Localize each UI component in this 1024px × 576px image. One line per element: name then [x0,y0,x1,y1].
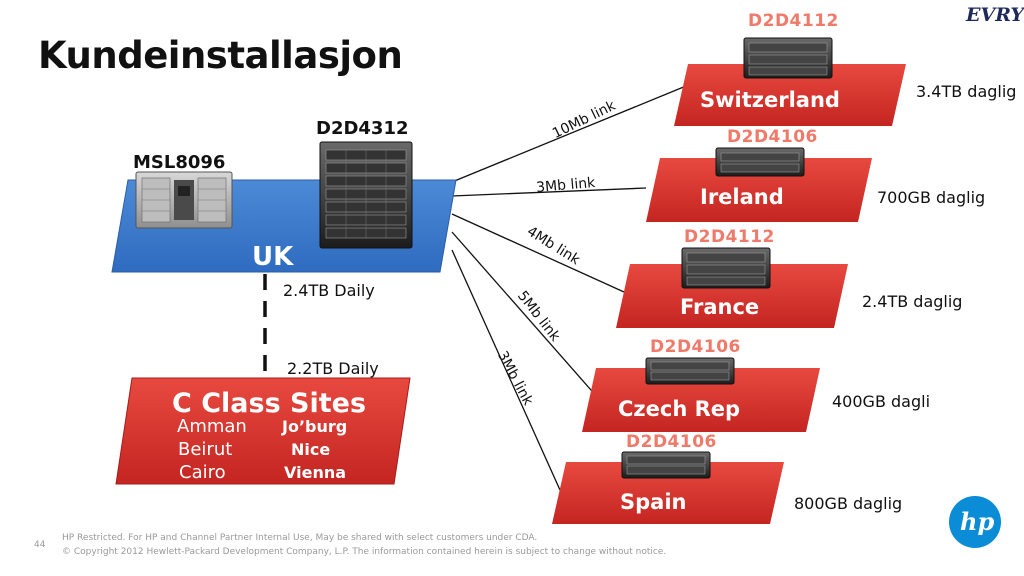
city-cairo: Cairo [179,462,226,483]
site-amount-czech: 400GB dagli [832,392,931,411]
city-joburg: Jo’burg [282,417,348,436]
site-shape-czech [582,368,820,432]
link-line-ireland [451,187,647,197]
site-label-czech: Czech Rep [618,397,741,421]
server-d2d4312-icon [319,141,413,249]
page-number: 44 [34,540,46,550]
footer-restricted: HP Restricted. For HP and Channel Partne… [62,533,538,543]
footer-copyright: © Copyright 2012 Hewlett-Packard Develop… [62,547,667,557]
city-nice: Nice [291,440,331,459]
uk-site-label: UK [252,242,294,272]
site-amount-spain: 800GB daglig [794,494,903,513]
hp-logo-text: hp [960,507,995,536]
site-shape-ireland [646,158,872,222]
link-line-france [451,213,625,293]
c-class-site-shape [115,377,411,485]
site-label-spain: Spain [620,490,687,514]
evry-logo: EVRY [966,4,1024,26]
site-label-ireland: Ireland [700,185,784,209]
city-vienna: Vienna [284,463,347,482]
site-amount-france: 2.4TB daglig [862,292,963,311]
site-label-france: France [680,295,760,319]
link-line-czech [451,231,599,399]
tape-library-icon [135,171,233,229]
site-shape-spain [552,462,784,524]
link-line-switzerland [451,85,687,183]
site-label-switzerland: Switzerland [700,88,840,112]
c-class-title: C Class Sites [172,388,367,419]
server-icon-switzerland [743,37,833,79]
server-icon-ireland [715,147,805,177]
server-model-label: D2D4312 [316,118,409,139]
server-icon-czech [645,357,735,385]
site-model-czech: D2D4106 [650,337,741,357]
city-beirut: Beirut [178,439,233,460]
site-model-france: D2D4112 [684,227,775,247]
site-shape-switzerland [674,64,906,126]
site-model-ireland: D2D4106 [727,127,818,147]
c-class-link-top-label: 2.4TB Daily [283,281,375,300]
site-amount-ireland: 700GB daglig [877,188,986,207]
city-amman: Amman [177,416,247,437]
hp-logo-icon [949,496,1001,548]
library-model-label: MSL8096 [133,152,226,173]
site-shape-france [616,264,848,328]
server-icon-france [681,247,771,289]
link-lines [451,85,687,491]
site-model-switzerland: D2D4112 [748,11,839,31]
page-title: Kundeinstallasjon [38,34,403,77]
c-class-link-bottom-label: 2.2TB Daily [287,359,379,378]
link-line-spain [451,249,561,491]
site-amount-switzerland: 3.4TB daglig [916,82,1017,101]
site-model-spain: D2D4106 [626,432,717,452]
server-icon-spain [621,451,711,479]
